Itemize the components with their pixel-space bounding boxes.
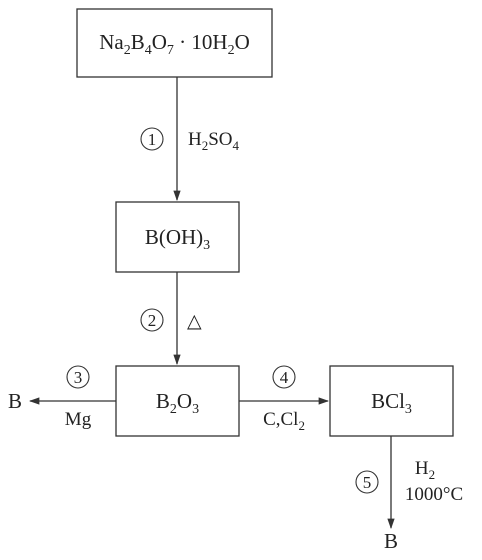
- borax-box: [76, 8, 273, 78]
- boron-bottom-label: B: [384, 529, 398, 553]
- step5-circle: [355, 470, 379, 494]
- step5-number: 5: [355, 470, 379, 494]
- boron-chloride-label: BCl3: [371, 389, 412, 417]
- step4-number: 4: [272, 365, 296, 389]
- step5-reagent: H2: [415, 458, 435, 482]
- boron-oxide-label: B2O3: [156, 389, 199, 417]
- boron-chloride-box: [329, 365, 454, 437]
- step2-number: 2: [140, 308, 164, 332]
- borax-node: Na2B4O7 · 10H2O: [76, 8, 273, 78]
- step3-number: 3: [66, 365, 90, 389]
- step3-number-text: 3: [74, 368, 83, 387]
- step1-number: 1: [140, 127, 164, 151]
- boron-left-label: B: [8, 389, 22, 413]
- step5-number-text: 5: [363, 473, 372, 492]
- boric-acid-node: B(OH)3: [115, 201, 240, 273]
- step2-circle: [140, 308, 164, 332]
- step1-circle: [140, 127, 164, 151]
- boron-oxide-node: B2O3: [115, 365, 240, 437]
- step1-reagent: H2SO4: [188, 129, 240, 153]
- step3-circle: [66, 365, 90, 389]
- borax-label: Na2B4O7 · 10H2O: [99, 30, 250, 58]
- step4-number-text: 4: [280, 368, 289, 387]
- boric-acid-label: B(OH)3: [145, 225, 210, 253]
- step5-temperature: 1000°C: [405, 484, 463, 505]
- boron-chloride-node: BCl3: [329, 365, 454, 437]
- heat-symbol: △: [187, 311, 202, 332]
- step4-reagent: C,Cl2: [263, 409, 305, 433]
- step4-circle: [272, 365, 296, 389]
- step2-number-text: 2: [148, 311, 157, 330]
- step3-reagent: Mg: [65, 409, 92, 430]
- step1-number-text: 1: [148, 130, 157, 149]
